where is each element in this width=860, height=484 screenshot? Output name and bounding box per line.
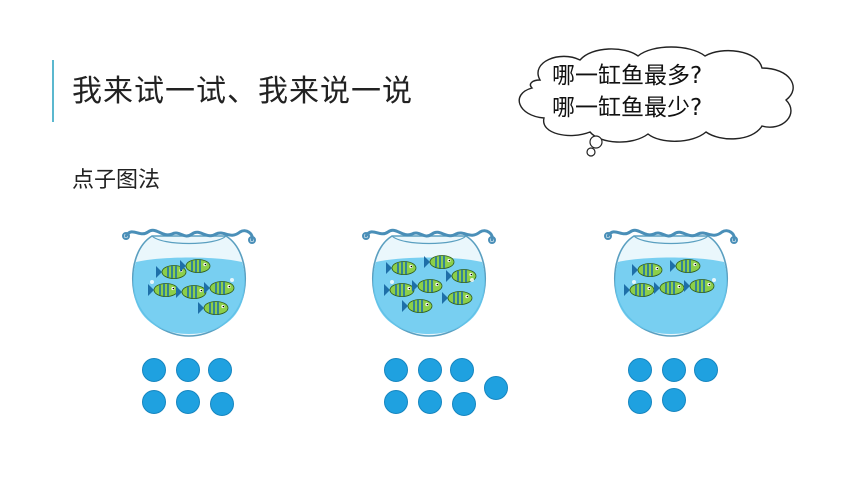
title-accent-bar — [52, 60, 54, 122]
dot-marker — [662, 358, 686, 382]
bubble-line-1: 哪一缸鱼最多? — [552, 63, 703, 89]
dot-marker — [662, 388, 686, 412]
dot-marker — [484, 376, 508, 400]
dot-marker — [628, 390, 652, 414]
dot-marker — [142, 390, 166, 414]
cloud-shape-icon — [518, 46, 794, 157]
fish-icon — [384, 283, 415, 297]
fish-icon — [684, 279, 715, 293]
fish-icon — [654, 281, 685, 295]
fishbowl-1 — [122, 222, 256, 342]
fish-icon — [180, 259, 211, 273]
fishbowl-2 — [362, 222, 496, 342]
dot-marker — [450, 358, 474, 382]
dot-marker — [418, 358, 442, 382]
fish-icon — [386, 261, 417, 275]
fish-icon — [624, 283, 655, 297]
dot-marker — [384, 358, 408, 382]
dot-marker — [210, 392, 234, 416]
fish-icon — [198, 301, 229, 315]
dot-marker — [452, 392, 476, 416]
bubble-line-2: 哪一缸鱼最少? — [552, 95, 703, 121]
fish-icon — [402, 299, 433, 313]
dot-marker — [208, 358, 232, 382]
fish-icon — [442, 291, 473, 305]
fish-icon — [412, 279, 443, 293]
fish-icon — [204, 281, 235, 295]
slide-title: 我来试一试、我来说一说 — [72, 74, 413, 109]
fish-icon — [176, 285, 207, 299]
dot-marker — [142, 358, 166, 382]
dot-marker — [694, 358, 718, 382]
section-subtitle: 点子图法 — [72, 168, 161, 193]
speech-bubble: 哪一缸鱼最多? 哪一缸鱼最少? — [500, 42, 810, 162]
dot-marker — [628, 358, 652, 382]
dot-marker — [418, 390, 442, 414]
fish-icon — [446, 269, 477, 283]
fishbowl-3 — [604, 222, 738, 342]
dot-marker — [176, 390, 200, 414]
dot-marker — [176, 358, 200, 382]
dot-marker — [384, 390, 408, 414]
fish-icon — [632, 263, 663, 277]
fish-icon — [424, 255, 455, 269]
fish-icon — [670, 259, 701, 273]
fish-icon — [148, 283, 179, 297]
